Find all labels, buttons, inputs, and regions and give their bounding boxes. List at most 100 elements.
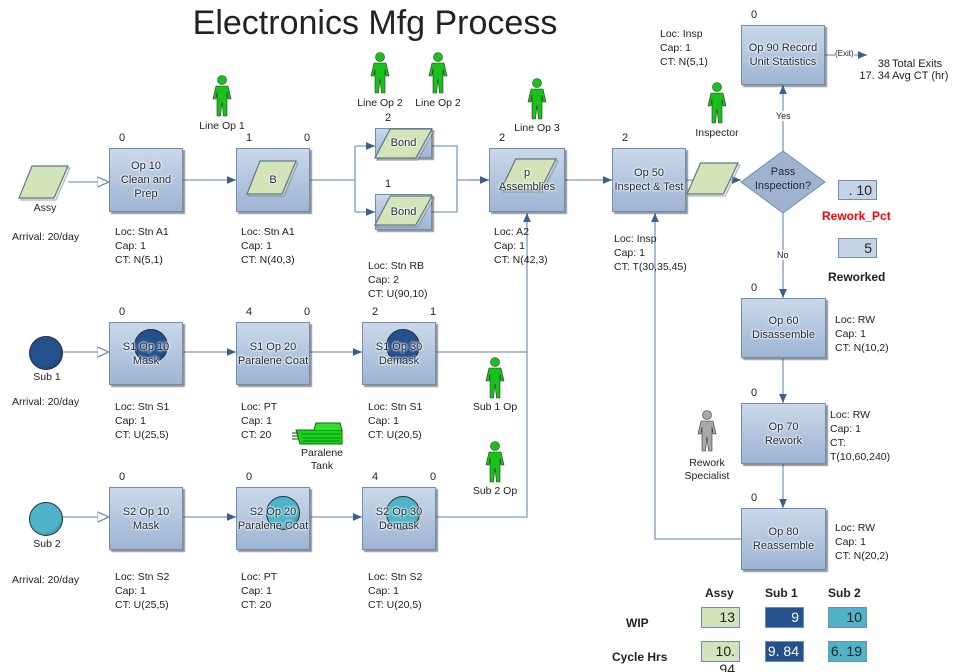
op40-queue-count: 2 [499, 132, 506, 144]
decision-label: Pass Inspection? [748, 165, 818, 193]
op50-queue-count: 2 [622, 132, 629, 144]
info-line: Cap: 1 [241, 585, 272, 597]
lineop2a-label: Line Op 2 [357, 97, 403, 109]
op-label-line: Op 10 [131, 160, 161, 172]
specialist-person-icon [696, 410, 718, 452]
op-label-line: Demask [378, 519, 420, 532]
op10-box[interactable]: Op 10 Clean and Prep [109, 148, 183, 212]
total-exits-label: Total Exits [892, 58, 943, 70]
op-label-line: S1 Op 20 [249, 340, 297, 353]
info-line: Loc: Stn RB [368, 260, 425, 272]
lineop2b-label: Line Op 2 [415, 97, 461, 109]
info-line: CT: [830, 437, 846, 449]
reworked-value: 5 [838, 238, 877, 258]
info-line: Loc: Stn A1 [241, 226, 295, 238]
decision-label-line: Inspection? [754, 180, 812, 192]
reworked-label: Reworked [828, 270, 886, 284]
avg-ct-label: Avg CT (hr) [892, 70, 949, 82]
info-line: Cap: 1 [835, 328, 866, 340]
sub1op-person-icon [484, 357, 506, 399]
op60-queue-count: 0 [751, 282, 758, 294]
assy-entity-icon [500, 158, 559, 193]
assy-arrival: Arrival: 20/day [12, 231, 80, 243]
info-line: Loc: PT [241, 571, 278, 583]
info-line: CT: U(20,5) [368, 429, 422, 441]
s1op10-info: Loc: Stn S1 Cap: 1 CT: U(25,5) [115, 400, 169, 442]
info-line: Loc: RW [835, 522, 876, 534]
wip-assy: 13 [701, 607, 740, 628]
lineop1-label: Line Op 1 [199, 120, 245, 132]
op-label-line: Reassemble [752, 540, 815, 552]
sub2-source-label: Sub 2 [33, 538, 61, 550]
cycle-hrs-sub1: 9. 84 [765, 641, 804, 662]
info-line: Loc: Stn S1 [115, 401, 170, 413]
op90-queue-count: 0 [751, 9, 758, 21]
s1op30-out-count: 1 [430, 306, 437, 318]
info-line: Loc: RW [830, 409, 871, 421]
op-label-line: Bond [390, 206, 417, 218]
info-line: CT: N(5,1) [660, 56, 708, 68]
info-line: Cap: 1 [660, 42, 691, 54]
op-label-line: Unit Statistics [749, 56, 817, 68]
sub1-source-label: Sub 1 [33, 371, 61, 383]
info-line: Cap: 1 [368, 585, 399, 597]
wip-sub1: 9 [765, 607, 804, 628]
lineop2a-person-icon [369, 52, 391, 94]
info-line: Loc: Stn A1 [115, 226, 169, 238]
op20-queue-count: 1 [246, 132, 253, 144]
info-line: CT: U(25,5) [115, 429, 169, 441]
s1op20-out-count: 0 [304, 306, 311, 318]
op-label-line: Assemblies [498, 181, 556, 193]
op10-queue-count: 0 [119, 132, 126, 144]
op20-box[interactable]: B [236, 148, 310, 212]
op-label-line: Op 70 [768, 420, 799, 433]
s1op20-info: Loc: PT Cap: 1 CT: 20 [241, 400, 277, 442]
s1op10-queue-count: 0 [119, 306, 126, 318]
info-line: CT: U(25,5) [115, 599, 169, 611]
op-label-line: S2 Op 10 [122, 505, 170, 518]
sub2op-person-icon [484, 441, 506, 483]
decision-label-line: Pass [770, 166, 796, 178]
info-line: Cap: 1 [368, 415, 399, 427]
info-line: Cap: 1 [241, 415, 272, 427]
rework-pct-value: . 10 [838, 180, 877, 200]
yes-label: Yes [776, 111, 791, 121]
sub1-source-icon [29, 336, 63, 370]
op-label-line: S1 Op 10 [122, 340, 170, 353]
s2op30-queue-count: 4 [372, 471, 379, 483]
info-line: CT: N(42,3) [494, 254, 548, 266]
stats-row-label: WIP [626, 616, 649, 630]
avg-ct-value: 17. 34 [859, 70, 890, 82]
inspector-label: Inspector [695, 127, 739, 139]
info-line: CT: N(20,2) [835, 550, 889, 562]
info-line: Cap: 1 [494, 240, 525, 252]
info-line: CT: 20 [241, 429, 272, 441]
inspector-person-icon [706, 82, 728, 124]
op-label-line: Paralene Coat [237, 519, 309, 532]
paralene-tank-icon [292, 420, 348, 446]
s1op30-info: Loc: Stn S1 Cap: 1 CT: U(20,5) [368, 400, 422, 442]
info-line: Loc: PT [241, 401, 278, 413]
op20-out-count: 0 [304, 132, 311, 144]
stats-col-header: Sub 2 [828, 586, 861, 600]
sub2op-label: Sub 2 Op [472, 485, 518, 497]
op-label-line: Clean and Prep [120, 174, 172, 200]
bond2-queue-count: 1 [385, 178, 392, 190]
info-line: Loc: Stn S1 [368, 401, 423, 413]
cycle-hrs-assy: 10. 94 [701, 641, 740, 672]
decision-diamond [740, 150, 826, 214]
info-line: Cap: 1 [115, 415, 146, 427]
